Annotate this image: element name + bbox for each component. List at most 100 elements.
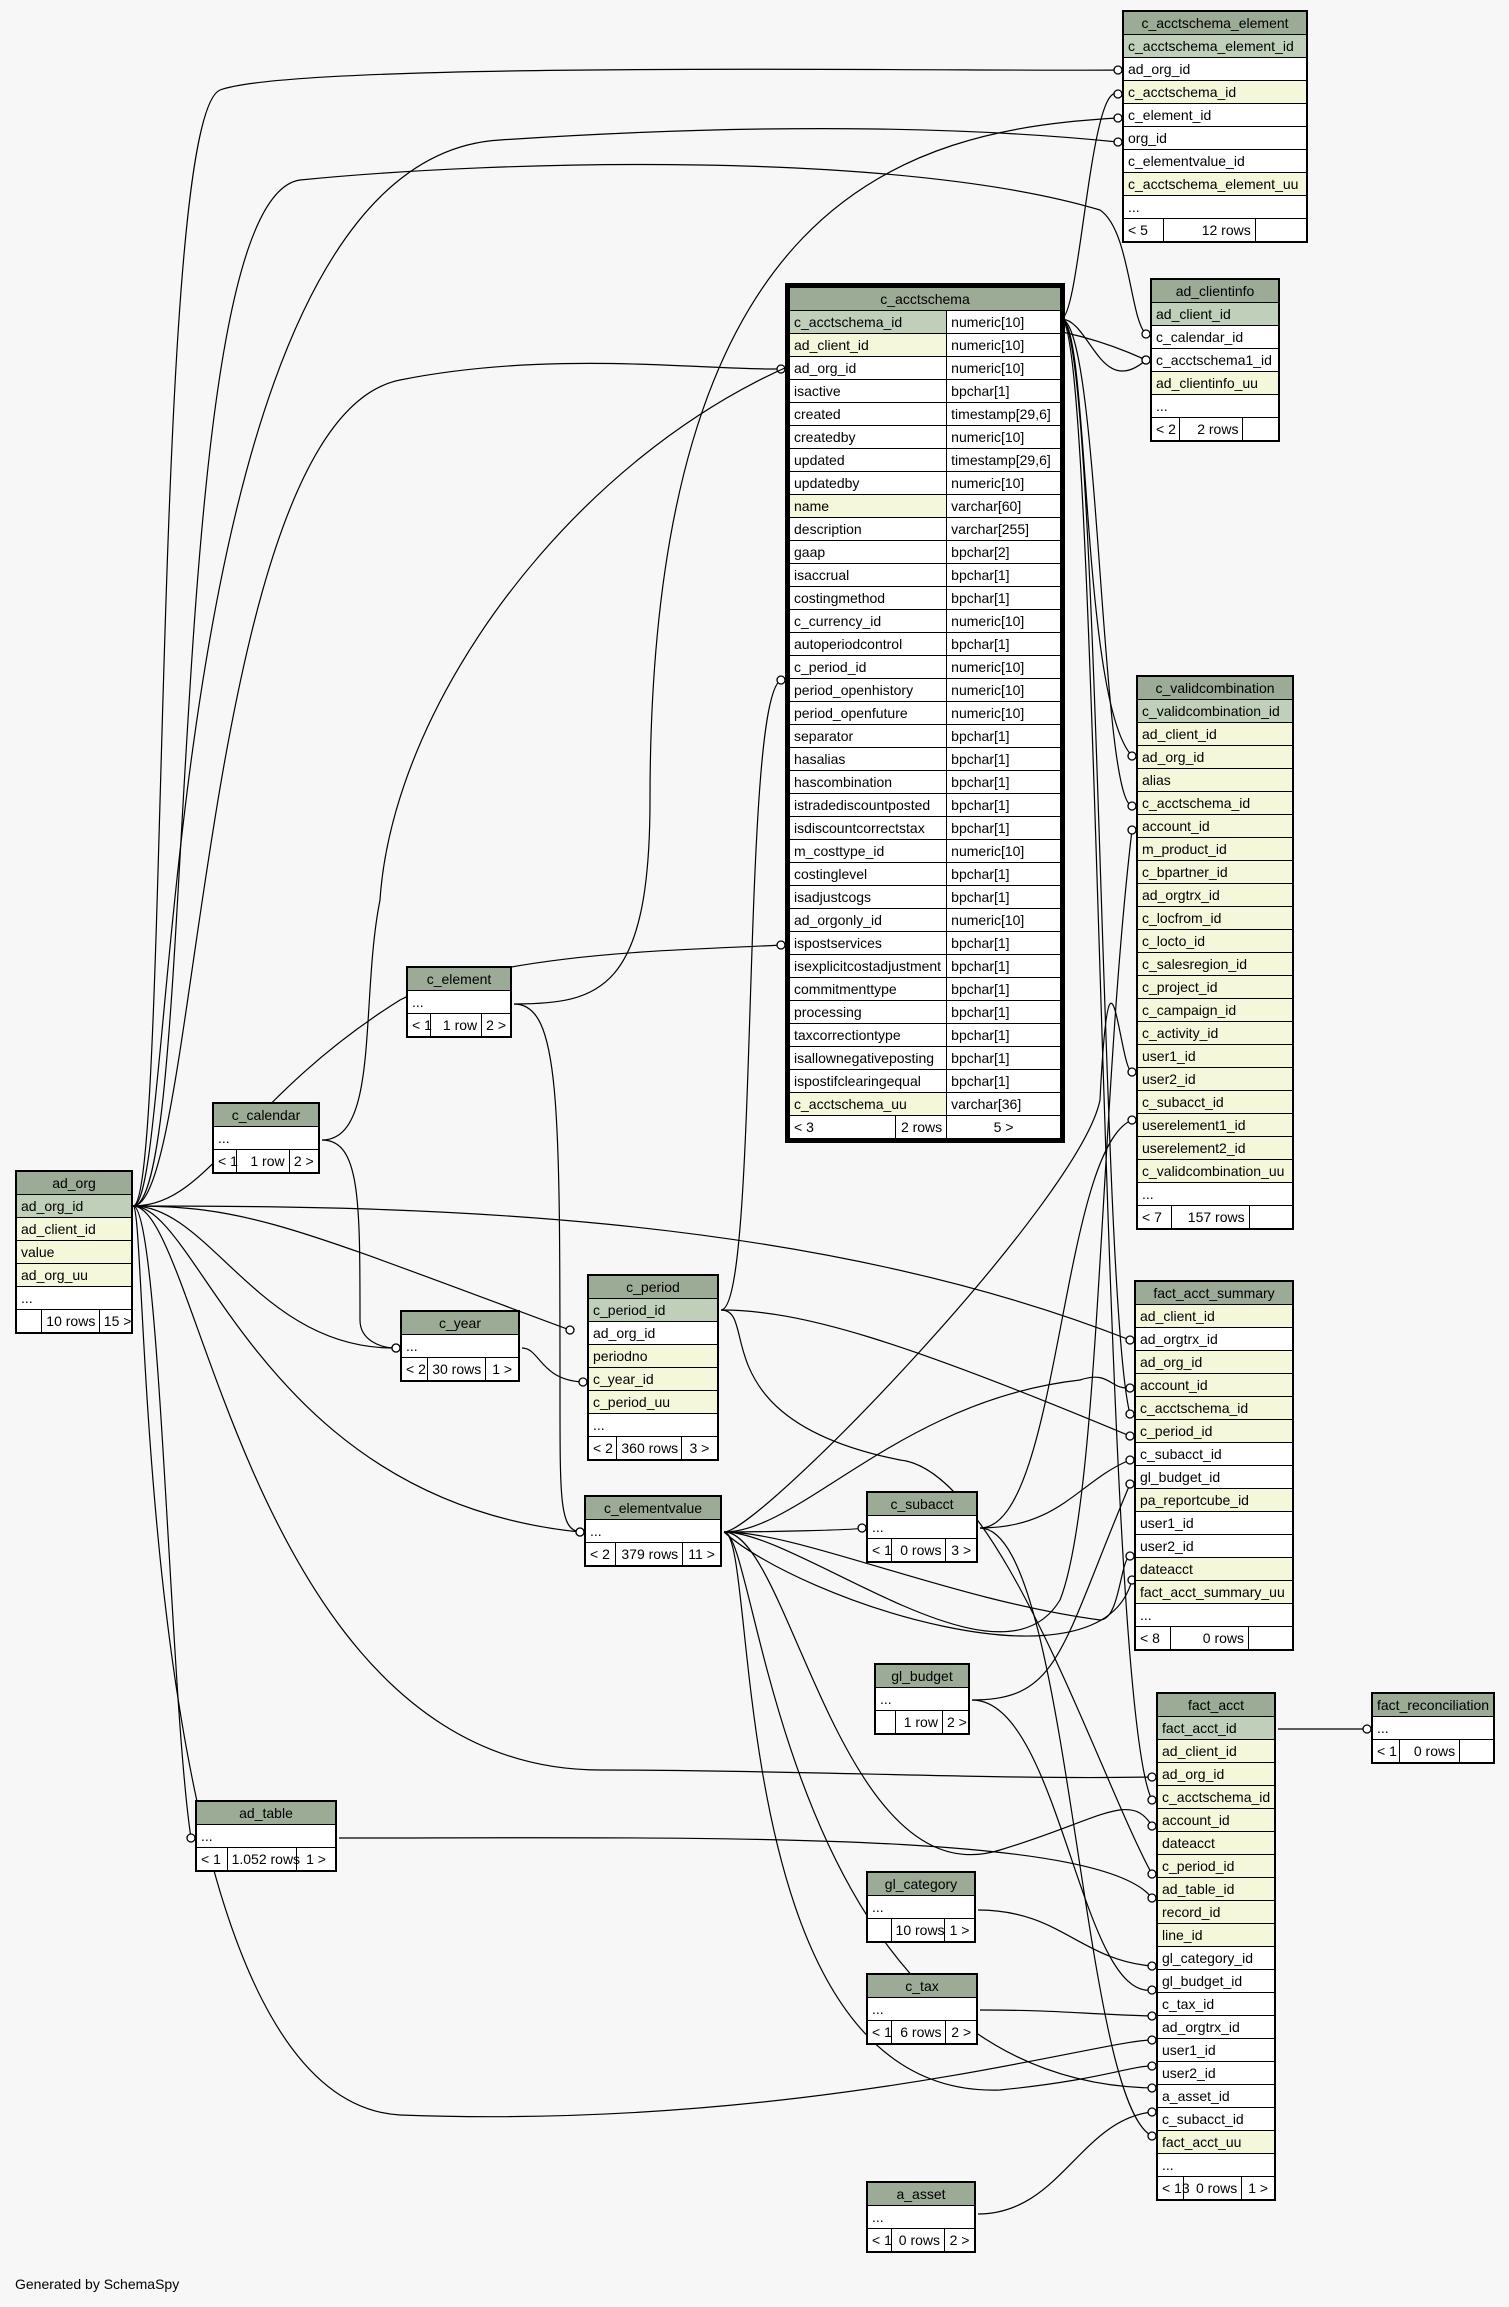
column-row[interactable]: c_element_id [1123,103,1307,127]
column-row[interactable]: ad_org_id [1135,1350,1293,1374]
children-link[interactable]: 2 > [941,1710,970,1734]
parents-link[interactable]: < 1 [1372,1739,1400,1763]
column-row[interactable]: account_id [1135,1373,1293,1397]
column-row[interactable]: user1_id [1137,1044,1293,1068]
column-row[interactable]: gl_budget_id [1157,1969,1275,1993]
column-row[interactable]: ad_org_id [1123,57,1307,81]
table-title[interactable]: a_asset [867,2182,975,2206]
table-title[interactable]: fact_acct [1157,1693,1275,1717]
column-row[interactable]: ... [1372,1716,1494,1740]
parents-link[interactable]: < 1 [196,1847,228,1871]
column-row[interactable]: c_locto_id [1137,929,1293,953]
children-link[interactable] [1248,1205,1294,1229]
children-link[interactable]: 1 > [485,1357,519,1381]
children-link[interactable]: 1 > [944,1918,975,1942]
column-row[interactable]: ... [585,1519,721,1543]
children-link[interactable]: 3 > [680,1436,719,1460]
column-row[interactable]: fact_acct_id [1157,1716,1275,1740]
column-row[interactable]: ... [407,990,511,1014]
parents-link[interactable]: < 1 [407,1013,432,1037]
children-link[interactable]: 3 > [945,1538,977,1562]
column-row[interactable]: c_calendar_id [1151,325,1279,349]
column-row[interactable]: ad_orgtrx_id [1137,883,1293,907]
column-row[interactable]: ... [401,1334,519,1358]
children-link[interactable] [1459,1739,1494,1763]
column-row[interactable]: ... [875,1687,969,1711]
column-row[interactable]: c_subacct_id [1135,1442,1293,1466]
children-link[interactable]: 2 > [288,1149,320,1173]
column-row[interactable]: c_project_id [1137,975,1293,999]
table-title[interactable]: gl_budget [875,1664,969,1688]
parents-link[interactable]: < 2 [401,1357,428,1381]
column-row[interactable]: ... [867,1515,977,1539]
children-link[interactable]: 11 > [682,1542,721,1566]
column-row[interactable]: user2_id [1135,1534,1293,1558]
column-row[interactable]: c_period_uu [588,1390,718,1414]
column-row[interactable]: alias [1137,768,1293,792]
column-row[interactable]: ... [1123,195,1307,219]
column-row[interactable]: ... [1157,2153,1275,2177]
column-row[interactable]: ... [1137,1182,1293,1206]
column-row[interactable]: ad_client_id [16,1217,132,1241]
parents-link[interactable]: < 1 [867,1538,892,1562]
column-row[interactable]: ad_orgtrx_id [1157,2015,1275,2039]
column-row[interactable]: c_period_id [588,1298,718,1322]
column-row[interactable]: c_period_id [1135,1419,1293,1443]
column-row[interactable]: ... [16,1286,132,1310]
column-row[interactable]: ad_org_id [588,1321,718,1345]
column-row[interactable]: account_id [1157,1808,1275,1832]
column-row[interactable]: c_locfrom_id [1137,906,1293,930]
children-link[interactable] [1248,1626,1293,1650]
children-link[interactable]: 2 > [945,2020,977,2044]
column-row[interactable]: c_acctschema_id [1135,1396,1293,1420]
parents-link[interactable]: < 1 [212,1149,238,1173]
column-row[interactable]: record_id [1157,1900,1275,1924]
children-link[interactable]: 2 > [481,1013,511,1037]
table-title[interactable]: ad_table [196,1801,336,1825]
table-title[interactable]: c_acctschema [789,287,1061,311]
column-row[interactable]: ad_client_id [1135,1304,1293,1328]
column-row[interactable]: ad_client_id [1151,302,1279,326]
column-row[interactable]: c_subacct_id [1157,2107,1275,2131]
column-row[interactable]: c_period_id [1157,1854,1275,1878]
table-title[interactable]: c_acctschema_element [1123,11,1307,35]
children-link[interactable] [1254,218,1308,242]
table-title[interactable]: gl_category [867,1872,975,1896]
parents-link[interactable] [874,1710,897,1734]
column-row[interactable]: periodno [588,1344,718,1368]
column-row[interactable]: fact_acct_uu [1157,2130,1275,2154]
parents-link[interactable]: < 2 [587,1436,618,1460]
column-row[interactable]: dateacct [1135,1557,1293,1581]
table-title[interactable]: ad_org [16,1171,132,1195]
column-row[interactable]: ad_org_id [1157,1762,1275,1786]
